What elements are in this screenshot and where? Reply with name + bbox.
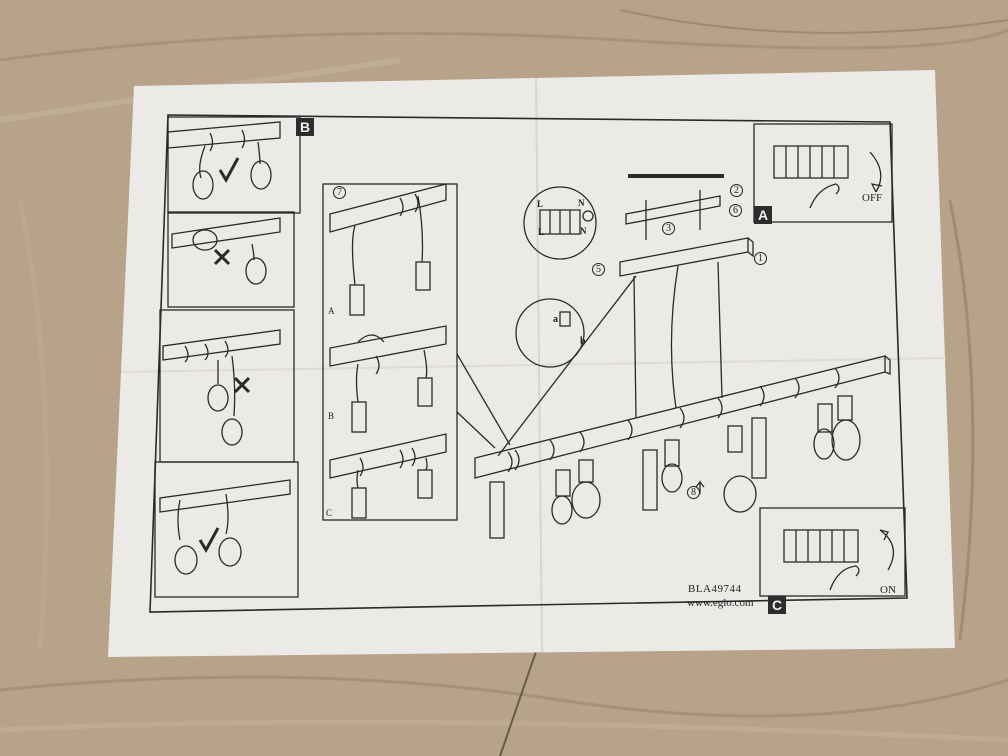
terminal-letter-n-bottom: N xyxy=(580,226,587,236)
model-code: BLA49744 xyxy=(688,583,742,595)
panel-letter-b: B xyxy=(296,118,314,136)
clip-letter-b: b xyxy=(580,336,586,347)
step-number-1: 1 xyxy=(754,252,767,265)
panel-letter-a: A xyxy=(754,206,772,224)
step-label-b: B xyxy=(328,411,335,421)
website: www.eglo.com xyxy=(687,597,754,609)
terminal-letter-n-top: N xyxy=(578,198,585,208)
step-number-5: 5 xyxy=(592,263,605,276)
switch-on-label: ON xyxy=(880,584,896,596)
panel-letter-c: C xyxy=(768,596,786,614)
step-label-a: A xyxy=(328,306,335,316)
terminal-letter-l-bottom: L xyxy=(538,227,545,237)
step-number-8: 8 xyxy=(687,486,700,499)
switch-off-label: OFF xyxy=(862,192,883,204)
step-number-7: 7 xyxy=(333,186,346,199)
clip-letter-a: a xyxy=(553,314,558,325)
step-label-c: C xyxy=(326,508,333,518)
step-number-6: 6 xyxy=(729,204,742,217)
terminal-letter-l-top: L xyxy=(537,199,544,209)
step-number-3: 3 xyxy=(662,222,675,235)
step-number-2: 2 xyxy=(730,184,743,197)
